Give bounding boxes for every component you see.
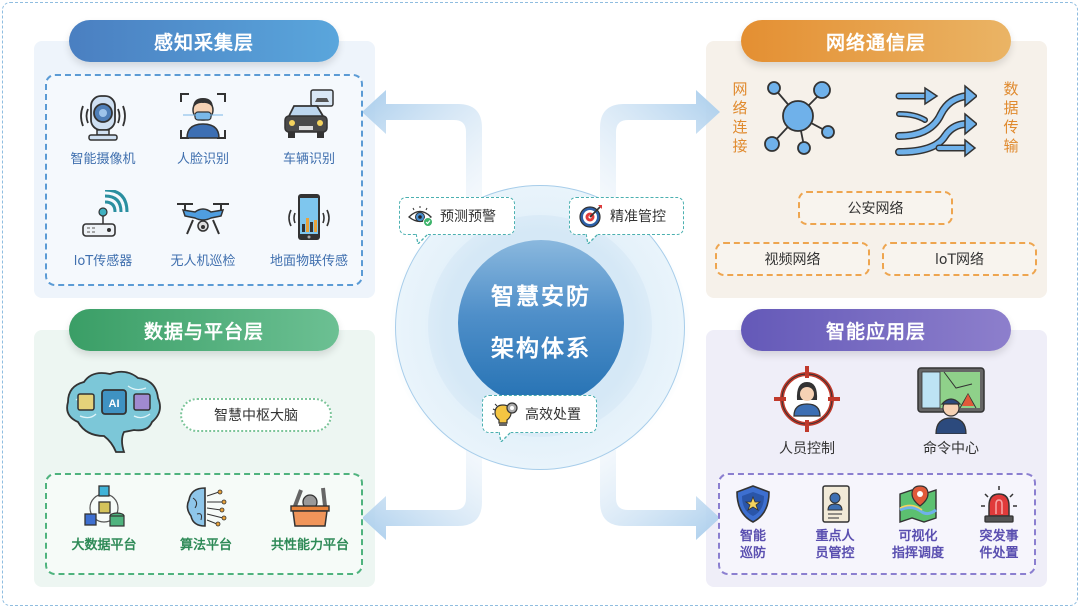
smart-hub-brain-chip: 智慧中枢大脑 <box>180 398 332 432</box>
platform-item-algorithm: 算法平台 <box>160 484 252 553</box>
perception-item-face-recognition: 人脸识别 <box>158 88 248 167</box>
drone-icon <box>177 203 229 235</box>
bubble-efficient-handling: 高效处置 <box>482 395 597 442</box>
id-card-icon <box>822 485 850 523</box>
application-layer-title: 智能应用层 <box>741 309 1011 351</box>
perception-item-ground-iot: 地面物联传感 <box>264 190 354 269</box>
network-node-icon <box>764 81 835 155</box>
bubble-label: 高效处置 <box>525 407 581 423</box>
perception-item-vehicle-recognition: 车辆识别 <box>264 88 354 167</box>
data-transmission-arrows-icon <box>895 84 977 158</box>
arrow-to-network-icon <box>600 90 720 200</box>
perception-item-iot-sensor: loT传感器 <box>58 190 148 269</box>
hub-core: 智慧安防 架构体系 <box>458 240 624 406</box>
alarm-siren-icon <box>981 486 1017 523</box>
arrow-to-perception-icon <box>362 90 482 200</box>
big-data-cubes-icon <box>84 485 125 527</box>
svg-text:AI: AI <box>109 398 120 410</box>
iot-sensor-icon <box>82 190 129 237</box>
platform-item-common-capability: 共性能力平台 <box>262 484 358 553</box>
item-label: 可视化指挥调度 <box>891 529 944 561</box>
hub-title-line2: 架构体系 <box>491 336 591 362</box>
algorithm-brain-icon <box>186 487 227 527</box>
smart-camera-icon <box>80 95 126 141</box>
item-label: 无人机巡检 <box>170 254 236 269</box>
item-label: 突发事件处置 <box>979 529 1019 561</box>
iot-network-chip: loT网络 <box>882 242 1037 276</box>
hub-title-line1: 智慧安防 <box>491 284 591 310</box>
platform-item-big-data: 大数据平台 <box>58 484 150 553</box>
perception-item-smart-camera: 智能摄像机 <box>58 88 148 167</box>
app-item-smart-patrol: 智能巡防 <box>725 484 781 562</box>
item-label: loT传感器 <box>73 254 133 269</box>
app-item-key-personnel: 重点人员管控 <box>800 484 870 562</box>
toolbox-icon <box>290 487 330 527</box>
bubble-label: 精准管控 <box>610 209 666 225</box>
item-label: 智能巡防 <box>739 529 766 561</box>
target-dart-icon <box>579 205 602 228</box>
item-label: 大数据平台 <box>71 538 137 553</box>
lightbulb-gear-icon <box>492 402 518 426</box>
ground-iot-phone-icon <box>288 194 330 240</box>
app-item-personnel-control: 人员控制 <box>762 364 852 458</box>
perception-layer-title: 感知采集层 <box>69 20 339 62</box>
item-label: 重点人员管控 <box>815 529 855 561</box>
bubble-prediction-warning: 预测预警 <box>399 197 515 244</box>
video-network-chip: 视频网络 <box>715 242 870 276</box>
item-label: 车辆识别 <box>282 152 335 167</box>
item-label: 人员控制 <box>779 441 835 457</box>
item-label: 人脸识别 <box>176 152 229 167</box>
app-item-emergency-response: 突发事件处置 <box>966 484 1032 562</box>
item-label: 算法平台 <box>179 538 232 553</box>
data-transmission-vertical-label: 数据传输 <box>1003 80 1019 155</box>
data-platform-layer-title: 数据与平台层 <box>69 309 339 351</box>
bubble-precise-control: 精准管控 <box>569 197 684 244</box>
police-shield-icon <box>736 485 770 523</box>
person-target-icon <box>774 366 840 432</box>
item-label: 共性能力平台 <box>270 538 349 553</box>
arrow-to-data-platform-icon <box>362 450 482 540</box>
item-label: 智能摄像机 <box>70 152 136 167</box>
app-item-visual-dispatch: 可视化指挥调度 <box>880 484 956 562</box>
item-label: 命令中心 <box>923 441 979 457</box>
face-recognition-icon <box>180 93 226 139</box>
ai-brain-icon: AI <box>66 370 161 453</box>
eye-check-icon <box>408 206 433 227</box>
command-center-icon <box>917 367 985 434</box>
application-items-box <box>718 473 1036 575</box>
public-security-network-chip: 公安网络 <box>798 191 953 225</box>
app-item-command-center: 命令中心 <box>906 364 996 458</box>
vehicle-recognition-icon <box>284 89 334 138</box>
item-label: 地面物联传感 <box>269 254 348 269</box>
network-layer-title: 网络通信层 <box>741 20 1011 62</box>
bubble-label: 预测预警 <box>440 209 496 225</box>
map-pin-icon <box>899 485 937 523</box>
network-connection-vertical-label: 网络连接 <box>732 80 748 155</box>
perception-item-drone: 无人机巡检 <box>158 190 248 269</box>
arrow-to-application-icon <box>600 450 720 540</box>
